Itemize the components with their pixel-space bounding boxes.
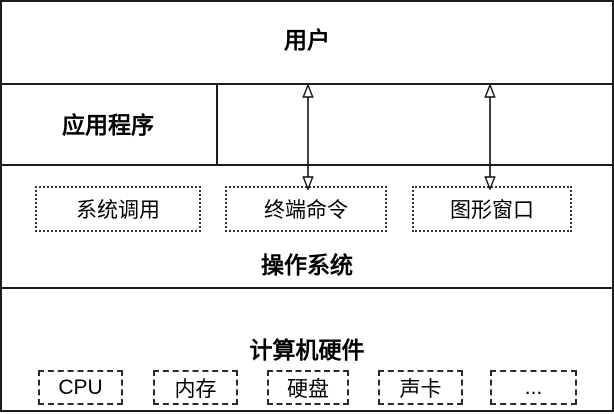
user-gui-bidirectional-arrow-icon — [484, 84, 496, 190]
terminal-command-box: 终端命令 — [225, 186, 387, 232]
cpu-label: CPU — [58, 375, 103, 399]
os-hardware-divider — [0, 287, 614, 289]
memory-label: 内存 — [174, 377, 217, 401]
system-call-label: 系统调用 — [76, 199, 160, 222]
graphic-window-box: 图形窗口 — [412, 186, 572, 232]
harddisk-label: 硬盘 — [287, 377, 329, 401]
hardware-layer-label: 计算机硬件 — [249, 337, 365, 363]
user-app-divider — [0, 83, 614, 85]
memory-box: 内存 — [153, 370, 238, 405]
terminal-command-label: 终端命令 — [264, 199, 348, 222]
system-call-box: 系统调用 — [35, 186, 201, 232]
graphic-window-label: 图形窗口 — [450, 199, 534, 222]
app-layer-right-divider — [216, 83, 218, 166]
application-layer-label: 应用程序 — [62, 112, 154, 138]
soundcard-box: 声卡 — [378, 370, 463, 405]
harddisk-box: 硬盘 — [267, 370, 349, 405]
user-layer-label: 用户 — [284, 27, 330, 53]
soundcard-label: 声卡 — [399, 377, 442, 401]
cpu-box: CPU — [38, 370, 123, 405]
ellipsis-box: ... — [490, 370, 577, 405]
ellipsis-label: ... — [524, 375, 543, 399]
app-os-divider — [0, 164, 614, 166]
user-terminal-bidirectional-arrow-icon — [302, 84, 314, 190]
os-layer-label: 操作系统 — [261, 252, 353, 278]
